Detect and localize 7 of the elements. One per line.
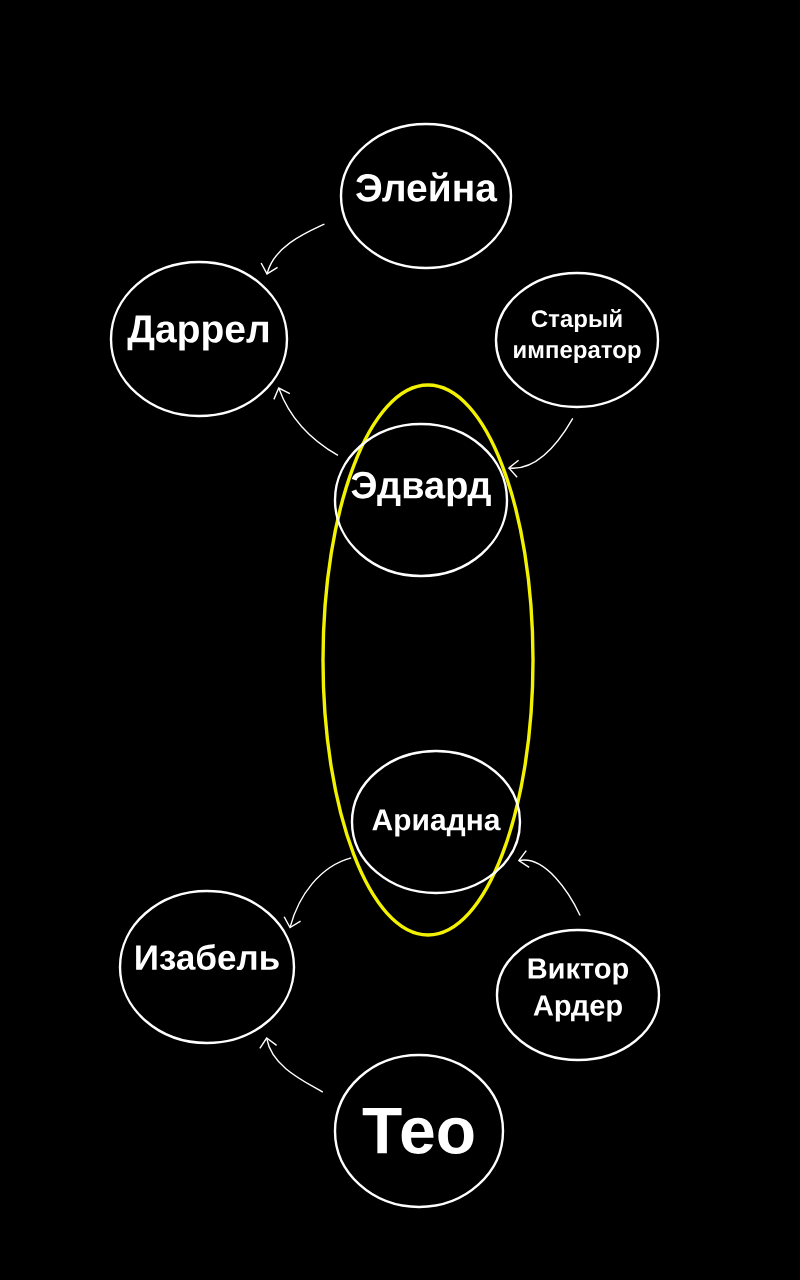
highlight-ellipse [321, 383, 535, 937]
ellipse-node: Элейна [339, 122, 513, 270]
ellipse-node: Даррел [109, 260, 289, 418]
ellipse-node: Виктор Ардер [495, 928, 661, 1062]
ellipse-node: Изабель [118, 889, 296, 1045]
ellipse-node: Старый император [494, 271, 660, 409]
ellipse-node: Тео [333, 1053, 505, 1209]
